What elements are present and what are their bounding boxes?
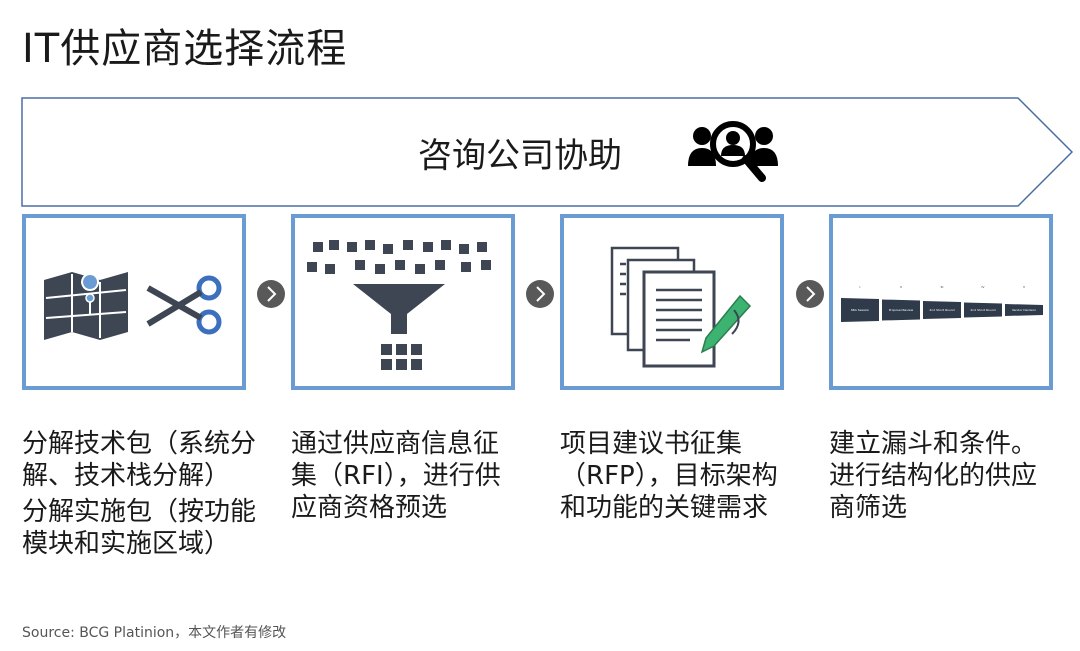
process-stages-icon: I SBA Session II Proposal Review III 2nd Shor… xyxy=(841,285,1043,322)
chevron-right-icon[interactable] xyxy=(256,279,286,309)
document-pen-icon xyxy=(610,246,752,368)
step-4-caption: 建立漏斗和条件。进行结构化的供应商筛选 xyxy=(829,428,1054,524)
step-1-caption-line1: 分解技术包（系统分解、技术栈分解） xyxy=(22,429,257,491)
stage-number: III xyxy=(941,285,944,289)
stage-shape xyxy=(923,301,961,319)
step-2-caption: 通过供应商信息征集（RFI），进行供应商资格预选 xyxy=(291,428,516,524)
source-note: Source: BCG Platinion，本文作者有修改 xyxy=(22,625,287,641)
step-1-box xyxy=(22,214,246,390)
stage-number: V xyxy=(1023,285,1026,289)
step-1-caption: 分解技术包（系统分解、技术栈分解） 分解实施包（按功能模块和实施区域） xyxy=(22,428,267,560)
step-3-box xyxy=(560,214,784,390)
page-title: IT供应商选择流程 xyxy=(22,26,348,72)
stage-shape xyxy=(841,298,879,322)
step-4-caption-text: 建立漏斗和条件。进行结构化的供应商筛选 xyxy=(829,429,1038,523)
stage-label: Proposal Review xyxy=(889,308,914,312)
step-2-caption-text: 通过供应商信息征集（RFI），进行供应商资格预选 xyxy=(291,429,501,523)
stage-label: SBA Session xyxy=(851,308,870,312)
banner-label: 咨询公司协助 xyxy=(418,136,622,176)
chevron-right-icon[interactable] xyxy=(795,279,825,309)
step-4-box: I SBA Session II Proposal Review III 2nd Shor… xyxy=(829,214,1053,390)
step-3-caption: 项目建议书征集（RFP），目标架构和功能的关键需求 xyxy=(560,428,785,524)
step-2-box xyxy=(291,214,515,390)
step-1-caption-line2: 分解实施包（按功能模块和实施区域） xyxy=(22,497,257,559)
stage-shape xyxy=(882,299,920,321)
chevron-right-icon[interactable] xyxy=(525,279,555,309)
map-scissors-icon xyxy=(44,272,222,340)
people-search-icon xyxy=(688,121,778,182)
stage-label: 2nd Short Round xyxy=(970,308,995,312)
stage-label: 2nd Short Round xyxy=(929,308,954,312)
stage-shape xyxy=(964,302,1002,318)
stage-label: Vendor Decision xyxy=(1012,308,1036,312)
stage-shape xyxy=(1005,304,1043,316)
stage-number: II xyxy=(900,285,902,289)
step-3-caption-text: 项目建议书征集（RFP），目标架构和功能的关键需求 xyxy=(560,429,778,523)
banner-chevron xyxy=(21,97,1074,207)
stage-number: I xyxy=(860,285,861,289)
stage-number: IV xyxy=(982,285,986,289)
funnel-filter-icon xyxy=(307,240,491,370)
